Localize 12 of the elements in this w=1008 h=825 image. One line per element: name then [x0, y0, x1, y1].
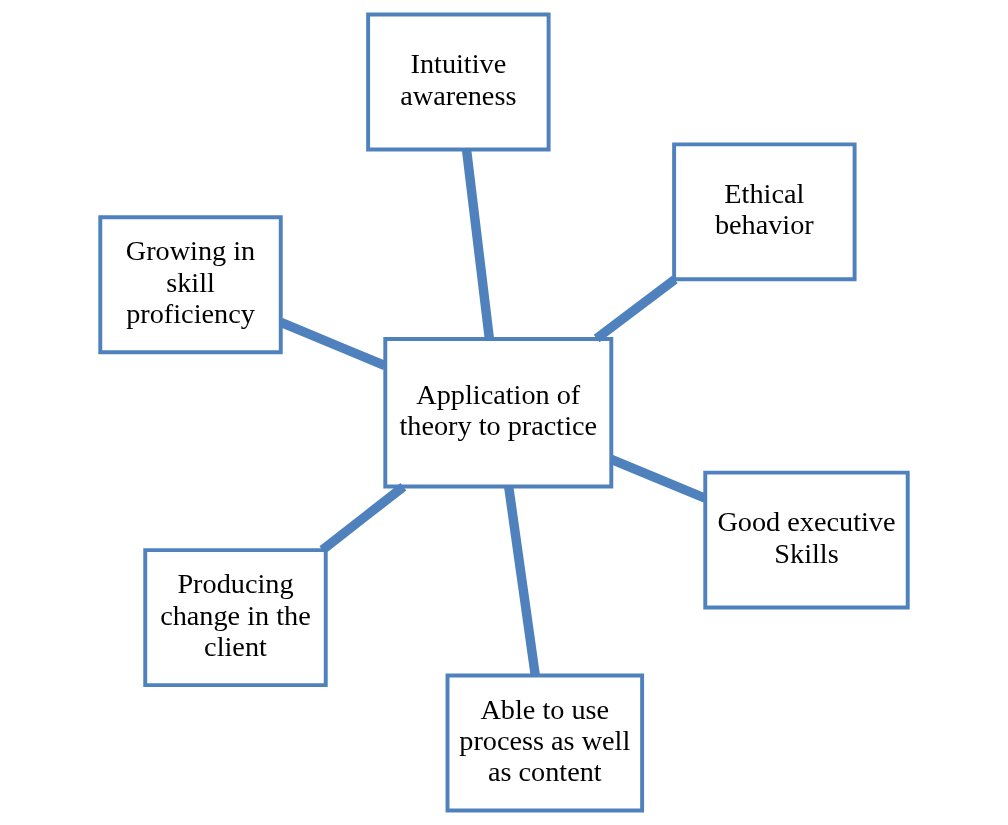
- node-box: Good executive Skills: [703, 470, 910, 610]
- connector: [461, 149, 495, 340]
- node-box: Application of theory to practice: [383, 337, 614, 489]
- node-box: Growing in skill proficiency: [98, 215, 283, 355]
- node-box: Producing change in the client: [143, 548, 328, 688]
- connector: [319, 483, 407, 554]
- node-box: Intuitive awareness: [366, 12, 551, 152]
- node-box: Ethical behavior: [672, 142, 857, 282]
- connector: [593, 275, 678, 343]
- connector: [504, 486, 540, 676]
- connector: [279, 318, 387, 371]
- node-box: Able to use process as well as content: [445, 673, 645, 813]
